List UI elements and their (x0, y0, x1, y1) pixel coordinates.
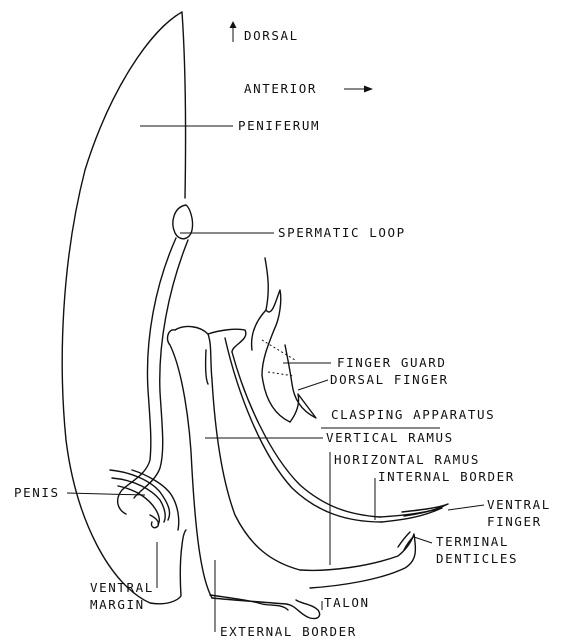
label-penis: PENIS (14, 485, 60, 500)
spermatic-loop (173, 205, 193, 239)
label-vertical-ramus: VERTICAL RAMUS (326, 430, 454, 445)
anterior-label: ANTERIOR (244, 81, 317, 96)
label-terminal-denticles-line2: DENTICLES (436, 551, 518, 566)
label-peniferum: PENIFERUM (238, 118, 320, 133)
label-internal-border: INTERNAL BORDER (378, 469, 515, 484)
anterior-arrowhead-icon (364, 86, 373, 93)
dorsal-finger-structure (252, 258, 316, 422)
label-ventral-finger-line1: VENTRAL (487, 497, 551, 512)
label-horizontal-ramus: HORIZONTAL RAMUS (334, 452, 480, 467)
orientation-indicator: DORSAL ANTERIOR (230, 21, 374, 96)
label-ventral-finger-line2: FINGER (487, 514, 542, 529)
label-ventral-margin-line2: MARGIN (90, 597, 145, 612)
label-finger-guard: FINGER GUARD (337, 355, 447, 370)
label-clasping-apparatus: CLASPING APPARATUS (331, 407, 495, 422)
label-dorsal-finger: DORSAL FINGER (330, 372, 449, 387)
dorsal-label: DORSAL (244, 28, 299, 43)
label-terminal-denticles-line1: TERMINAL (436, 534, 509, 549)
label-external-border: EXTERNAL BORDER (220, 624, 357, 639)
penis-structure (110, 470, 179, 530)
dorsal-arrowhead-icon (230, 21, 237, 28)
label-talon: TALON (324, 595, 370, 610)
label-ventral-margin-line1: VENTRAL (90, 580, 154, 595)
label-spermatic-loop: SPERMATIC LOOP (278, 225, 406, 240)
